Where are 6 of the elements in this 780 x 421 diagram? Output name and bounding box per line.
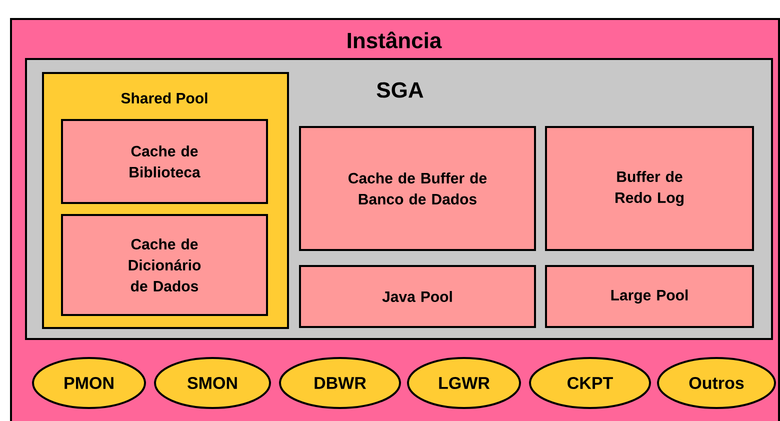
memory-box: Buffer de Redo Log <box>545 126 754 251</box>
memory-box: Cache de Biblioteca <box>61 119 268 204</box>
memory-box: Java Pool <box>299 265 536 328</box>
memory-box: Large Pool <box>545 265 754 328</box>
memory-box: Cache de Dicionário de Dados <box>61 214 268 316</box>
memory-box: Cache de Buffer de Banco de Dados <box>299 126 536 251</box>
